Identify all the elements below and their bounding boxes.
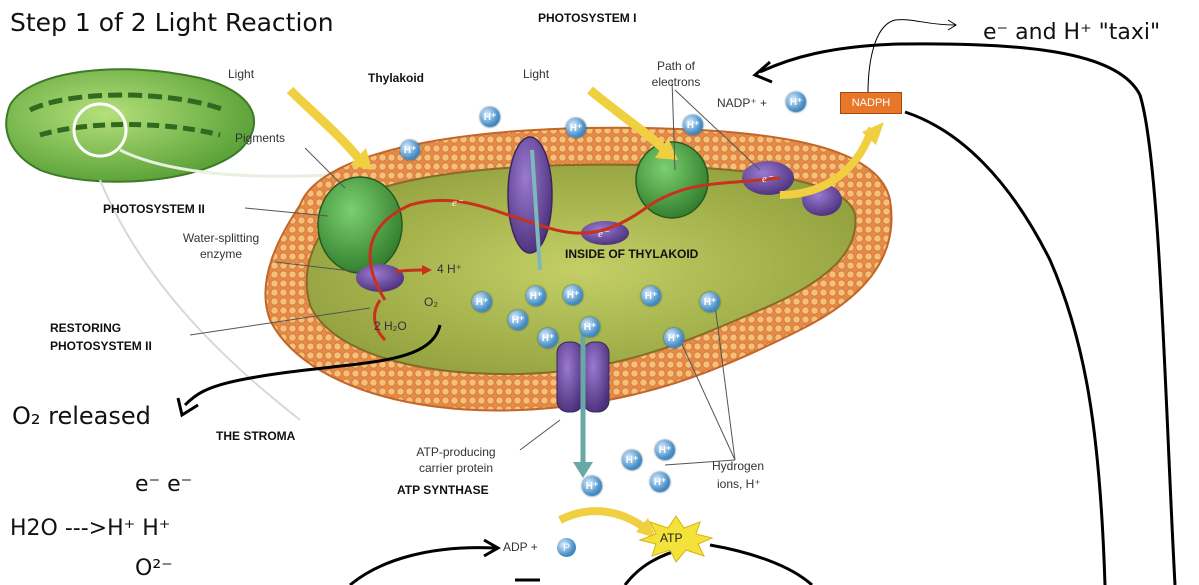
equation-water: H2O --->H⁺ H⁺ [10,518,170,540]
pigments-label: Pigments [235,132,285,144]
h-ion: H⁺ [580,317,600,337]
restoring-label-1: RESTORING [50,322,121,334]
atp-producing-label-2: carrier protein [400,462,512,474]
h-ion: H⁺ [508,310,528,330]
h-ion: H⁺ [650,472,670,492]
h-ion: H⁺ [641,286,661,306]
h-ion: H⁺ [582,476,602,496]
atp-producing-label-1: ATP-producing [400,446,512,458]
path-of-electrons-label-1: Path of [640,60,712,72]
light-arrow-left [290,90,360,160]
h-ion-nadp: H⁺ [786,92,806,112]
phosphate-icon: P [557,538,576,557]
four-h-label: 4 H⁺ [437,263,462,275]
water-splitting-label-2: enzyme [165,248,277,260]
h-ion: H⁺ [400,140,420,160]
adp-atp-arrow [560,511,645,528]
light-label-right: Light [523,68,549,80]
electron-marker: e⁻ [762,172,773,185]
adp-plus-label: ADP + [503,541,538,553]
nadph-box: NADPH [840,92,902,114]
page-title: Step 1 of 2 Light Reaction [10,10,334,35]
hydrogen-ions-label-2: ions, H⁺ [717,478,761,490]
nadp-plus-label: NADP⁺ + [717,97,767,109]
thylakoid-label: Thylakoid [368,72,424,84]
inside-thylakoid-label: INSIDE OF THYLAKOID [565,248,698,260]
two-h2o-label: 2 H₂O [374,320,407,332]
o2-released-note: O₂ released [12,404,151,428]
atp-synthase-label: ATP SYNTHASE [397,484,489,496]
h-ion: H⁺ [655,440,675,460]
electron-marker: e⁻ [598,227,609,240]
h-ion: H⁺ [538,328,558,348]
stroma-label: THE STROMA [216,430,295,442]
photosystem-i-label: PHOTOSYSTEM I [538,12,636,24]
equation-oxide: O²⁻ [135,558,173,580]
h-ion: H⁺ [683,115,703,135]
h-ion: H⁺ [664,328,684,348]
h-ion: H⁺ [480,107,500,127]
atp-label: ATP [660,531,682,545]
electron-marker: e⁻ [452,196,463,209]
taxi-note: e⁻ and H⁺ "taxi" [983,22,1160,44]
o2-label: O₂ [424,296,438,308]
h-ion: H⁺ [526,286,546,306]
hydrogen-ions-label-1: Hydrogen [712,460,764,472]
restoring-label-2: PHOTOSYSTEM II [50,340,152,352]
path-of-electrons-label-2: electrons [640,76,712,88]
equation-electrons: e⁻ e⁻ [135,474,192,496]
h-ion: H⁺ [622,450,642,470]
photosystem-ii-label: PHOTOSYSTEM II [103,203,205,215]
h-ion: H⁺ [472,292,492,312]
water-splitting-label-1: Water-splitting [165,232,277,244]
protein-complex-cytochrome [508,137,552,253]
h-ion: H⁺ [563,285,583,305]
h-ion: H⁺ [700,292,720,312]
h-ion: H⁺ [566,118,586,138]
light-label-left: Light [228,68,254,80]
